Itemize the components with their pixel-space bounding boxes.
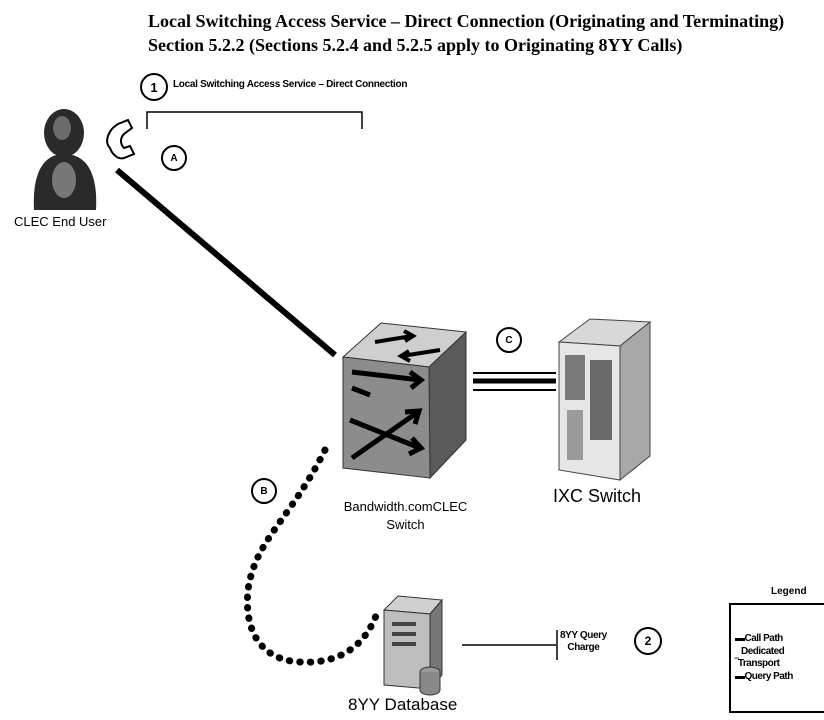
legend-box: ▬Call Path Dedicated ‾Transport ▬Query P… <box>729 603 824 713</box>
query-charge-label: 8YY Query Charge <box>560 630 607 654</box>
ixc-switch-label: IXC Switch <box>553 486 642 506</box>
database-server-icon <box>382 595 444 696</box>
phone-icon <box>106 118 136 160</box>
clec-switch-label-line-1: Bandwidth.comCLEC <box>343 499 468 514</box>
clec-switch-label-line-2: Switch <box>386 517 425 532</box>
query-path-line <box>243 446 382 666</box>
callout-1-bracket <box>146 111 363 129</box>
callout-2-marker: 2 <box>634 627 662 655</box>
legend-item-transport: ‾Transport <box>735 658 780 669</box>
diagram-title-line-1: Local Switching Access Service – Direct … <box>148 11 785 31</box>
end-user-icon <box>33 109 97 210</box>
clec-switch-label: Bandwidth.comCLEC Switch <box>328 498 483 534</box>
callout-1-label: Local Switching Access Service – Direct … <box>173 79 408 90</box>
legend-item-query-path: ▬Query Path <box>735 671 793 682</box>
legend-title: Legend <box>771 586 807 597</box>
marker-b: B <box>251 478 277 504</box>
call-path-line <box>115 167 337 358</box>
legend-item-call-path: ▬Call Path <box>735 633 783 644</box>
database-label: 8YY Database <box>348 695 458 714</box>
ixc-switch-icon <box>557 318 652 482</box>
callout-1-marker: 1 <box>140 73 168 101</box>
marker-c: C <box>496 327 522 353</box>
legend-item-dedicated: Dedicated <box>741 646 785 657</box>
clec-switch-icon <box>341 322 468 480</box>
end-user-label: CLEC End User <box>14 214 107 229</box>
diagram-title-line-2: Section 5.2.2 (Sections 5.2.4 and 5.2.5 … <box>148 35 683 55</box>
query-charge-label-line-1: 8YY Query <box>560 630 607 641</box>
query-charge-label-line-2: Charge <box>567 642 600 653</box>
marker-a: A <box>161 145 187 171</box>
